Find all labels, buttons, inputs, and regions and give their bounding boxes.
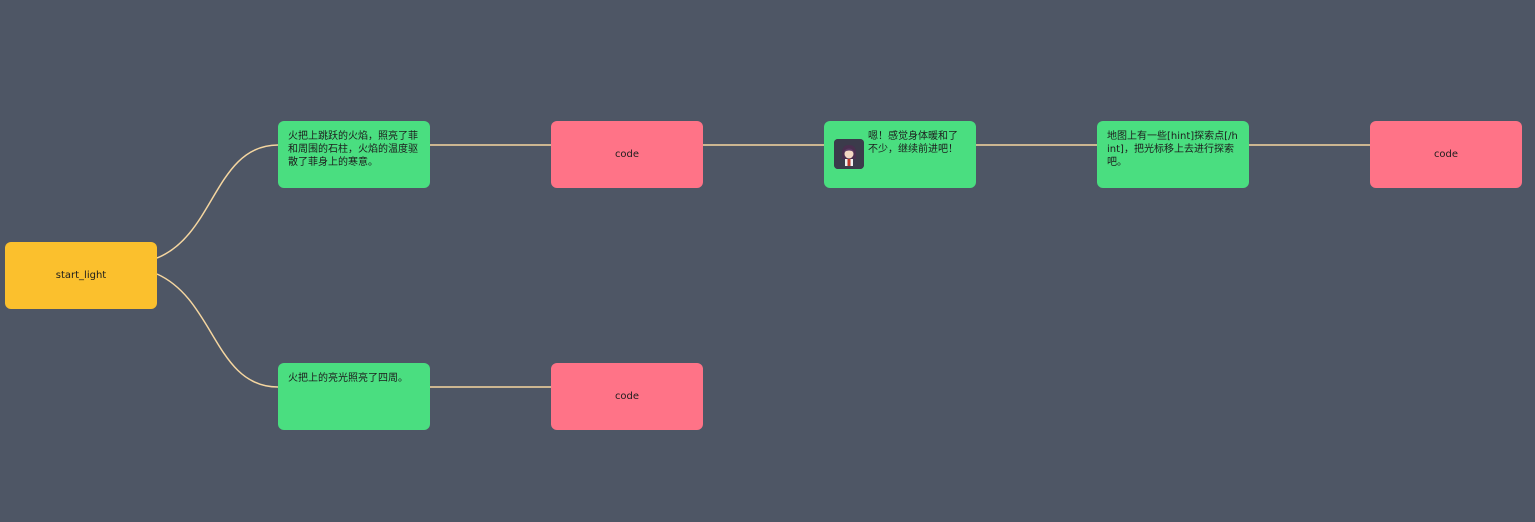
node-text: 火把上跳跃的火焰，照亮了菲和周围的石柱，火焰的温度驱散了菲身上的寒意。	[288, 131, 418, 168]
node-text: 火把上的亮光照亮了四周。	[288, 373, 408, 384]
node-code-3[interactable]: code	[551, 363, 703, 430]
node-label: code	[614, 391, 640, 402]
node-label: code	[1433, 149, 1459, 160]
node-dialogue-hint[interactable]: 地图上有一些[hint]探索点[/hint]，把光标移上去进行探索吧。	[1097, 121, 1249, 188]
character-avatar-icon	[834, 139, 864, 169]
node-start-light[interactable]: start_light	[5, 242, 157, 309]
node-code-1[interactable]: code	[551, 121, 703, 188]
node-text: 地图上有一些[hint]探索点[/hint]，把光标移上去进行探索吧。	[1107, 131, 1238, 168]
edge-start-to-text1	[156, 144, 279, 259]
node-dialogue-warm[interactable]: 嗯！感觉身体暖和了不少，继续前进吧！	[824, 121, 976, 188]
node-label: code	[614, 149, 640, 160]
node-label: start_light	[55, 270, 107, 281]
node-code-2[interactable]: code	[1370, 121, 1522, 188]
edge-start-to-text4	[156, 273, 279, 388]
node-text: 嗯！感觉身体暖和了不少，继续前进吧！	[868, 131, 958, 155]
node-dialogue-torch-flame[interactable]: 火把上跳跃的火焰，照亮了菲和周围的石柱，火焰的温度驱散了菲身上的寒意。	[278, 121, 430, 188]
node-dialogue-torch-light[interactable]: 火把上的亮光照亮了四周。	[278, 363, 430, 430]
